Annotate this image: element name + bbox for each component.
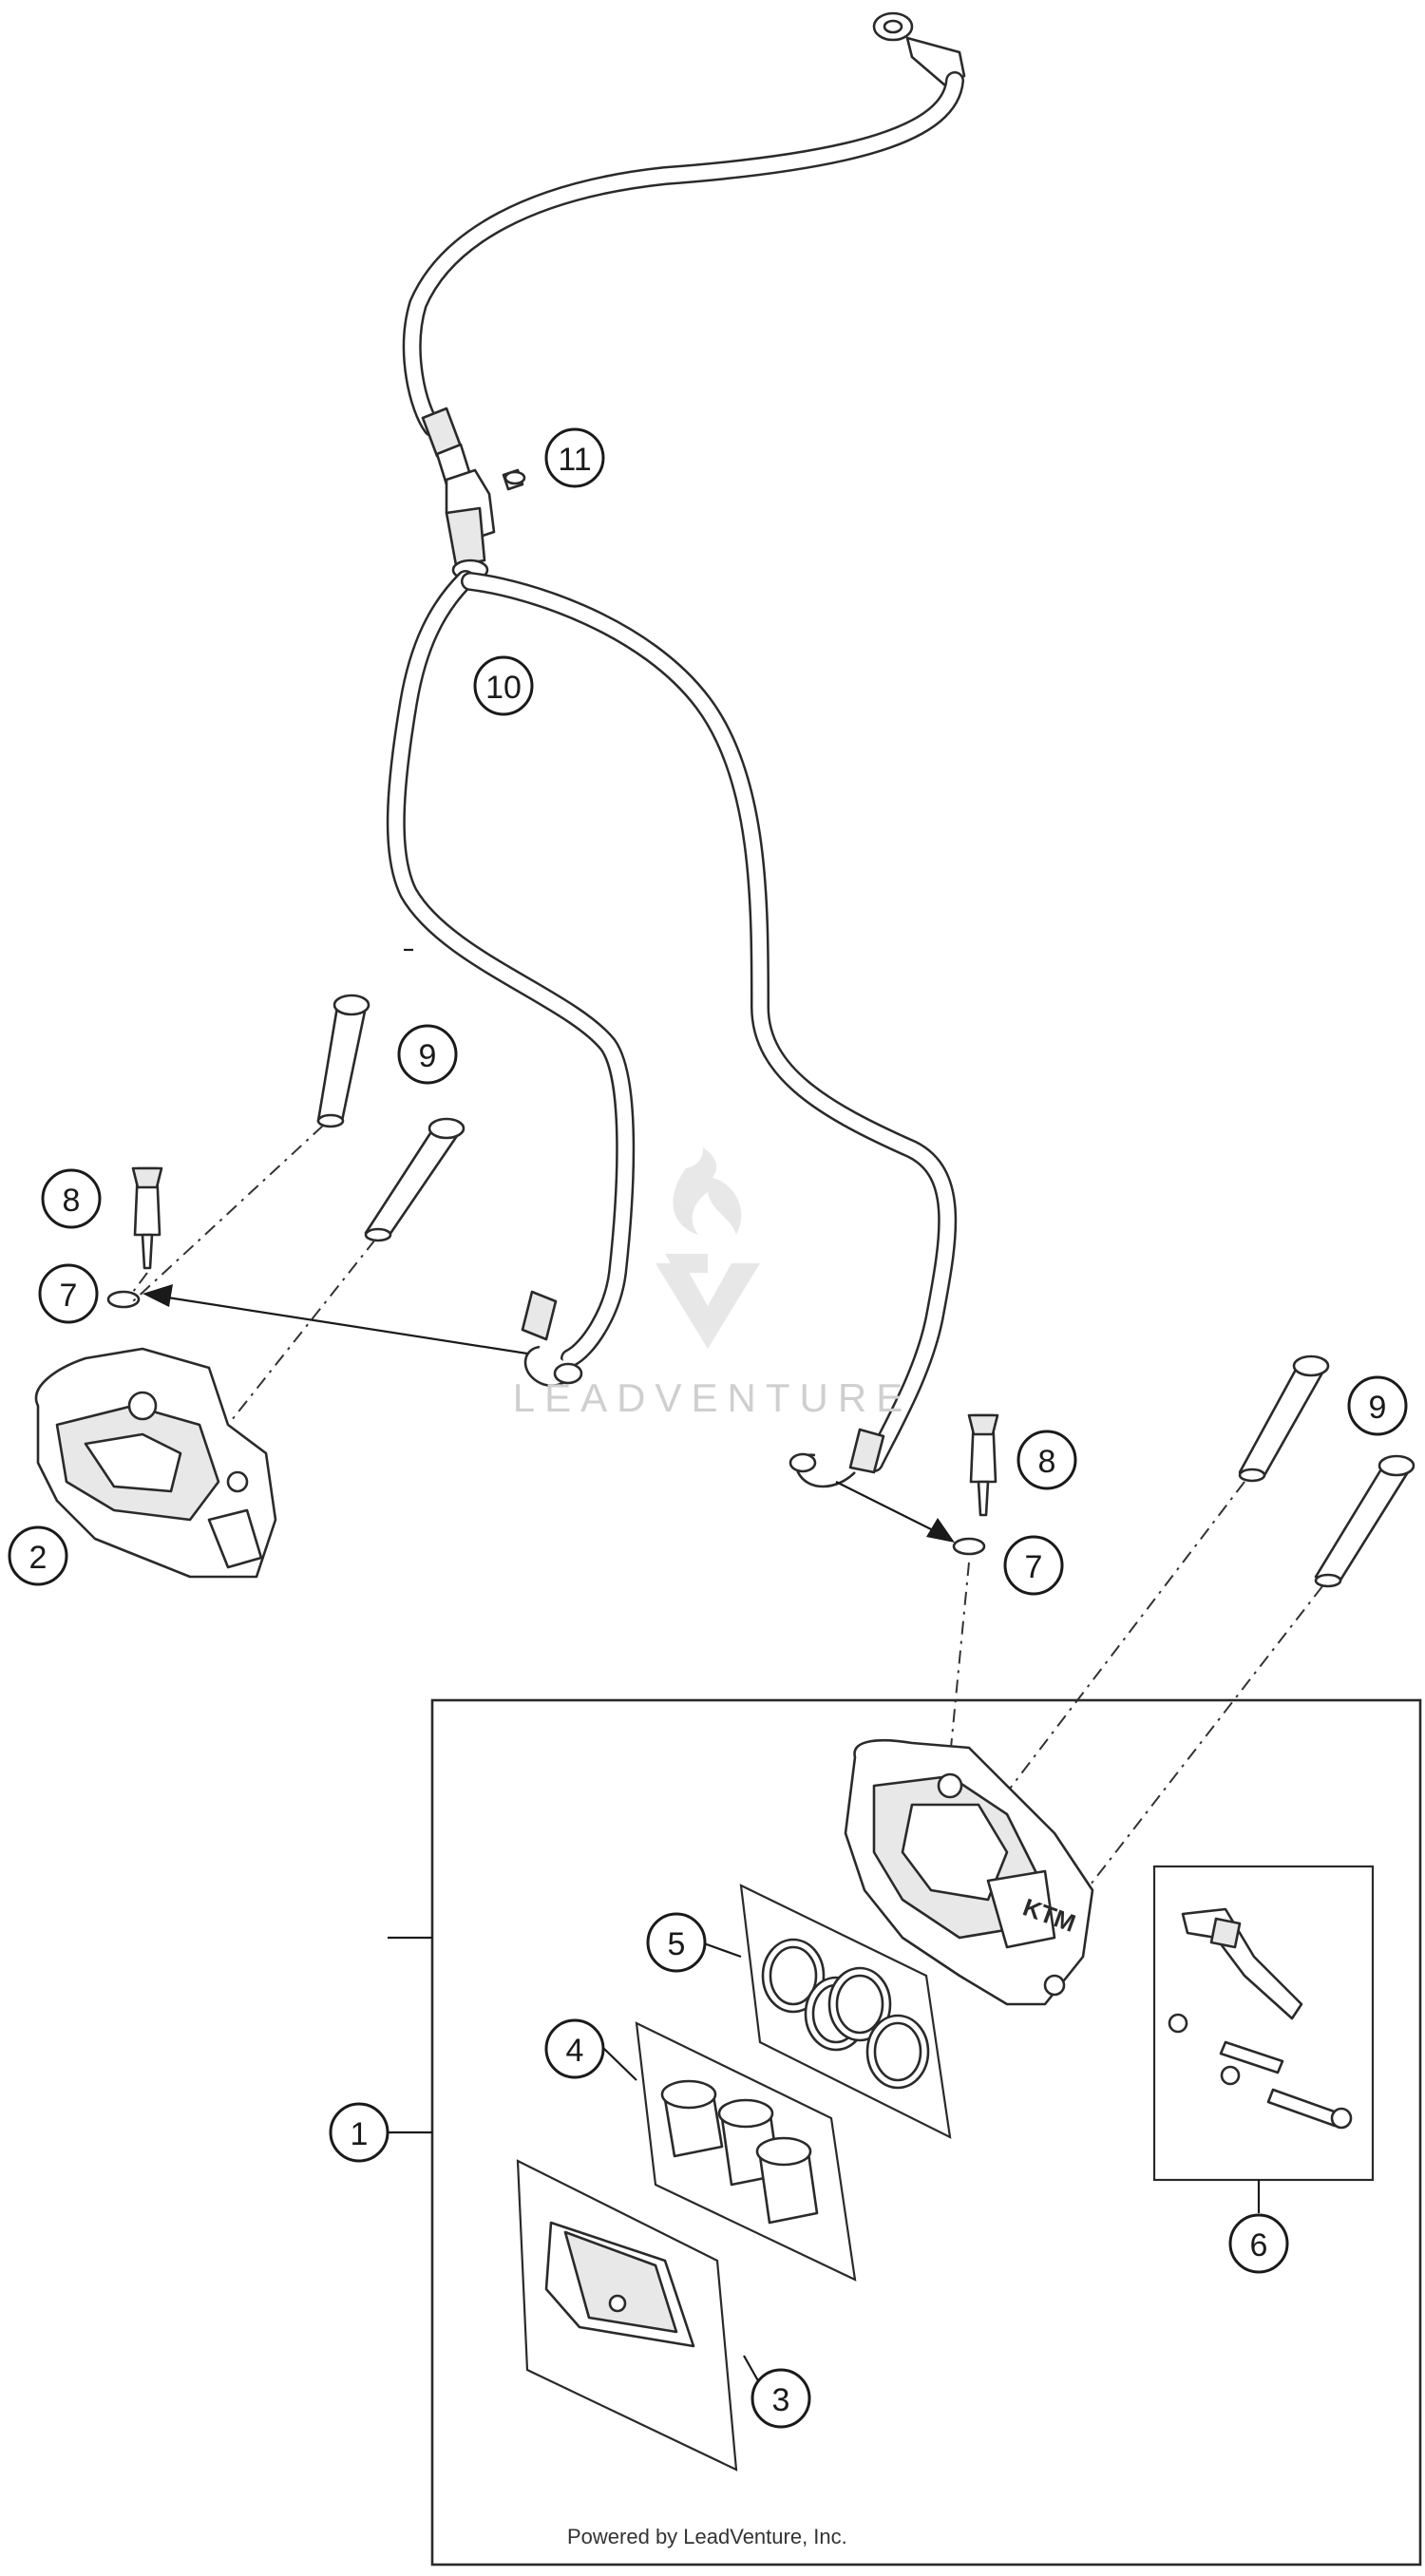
svg-text:4: 4 [566, 2033, 584, 2069]
caliper-assembly: KTM [844, 1738, 1094, 2006]
svg-text:8: 8 [1038, 1444, 1056, 1480]
callout-2: 2 [8, 1525, 68, 1586]
brake-hose [386, 11, 966, 1488]
watermark-text: LEADVENTURE [512, 1375, 913, 1420]
callout-5: 5 [646, 1912, 707, 1973]
callout-1: 1 [329, 2102, 390, 2163]
svg-text:3: 3 [772, 2382, 790, 2418]
leader-lines [388, 948, 1261, 2385]
right-caliper-group [835, 1354, 1416, 1920]
callout-8-left: 8 [41, 1168, 102, 1229]
svg-text:6: 6 [1250, 2227, 1268, 2263]
svg-text:11: 11 [558, 442, 591, 478]
banjo-bolt-11 [502, 468, 526, 491]
callout-11: 11 [544, 427, 605, 488]
callout-7-right: 7 [1003, 1535, 1064, 1596]
svg-text:7: 7 [60, 1278, 78, 1314]
svg-text:8: 8 [63, 1183, 81, 1219]
callout-9-right: 9 [1347, 1375, 1408, 1436]
left-caliper-group [34, 994, 528, 1579]
svg-text:2: 2 [29, 1540, 48, 1576]
callout-6: 6 [1228, 2213, 1289, 2274]
svg-text:1: 1 [351, 2116, 369, 2152]
piston-kit-panel [635, 2021, 857, 2282]
hardware-kit-panel [1152, 1865, 1375, 2182]
watermark-logo [656, 1147, 760, 1349]
callout-8-right: 8 [1016, 1430, 1077, 1490]
svg-text:9: 9 [419, 1038, 437, 1074]
callout-3: 3 [750, 2368, 811, 2429]
svg-text:5: 5 [668, 1926, 686, 1962]
callout-4: 4 [544, 2018, 605, 2079]
callout-9-left: 9 [397, 1024, 458, 1085]
svg-text:10: 10 [485, 670, 522, 706]
brake-pad-panel [516, 2159, 738, 2472]
callout-7-left: 7 [38, 1263, 99, 1324]
svg-text:7: 7 [1025, 1549, 1043, 1585]
seal-kit-panel [739, 1884, 952, 2139]
callout-10: 10 [473, 655, 534, 716]
credit-text: Powered by LeadVenture, Inc. [567, 2525, 847, 2548]
svg-text:9: 9 [1369, 1390, 1387, 1426]
